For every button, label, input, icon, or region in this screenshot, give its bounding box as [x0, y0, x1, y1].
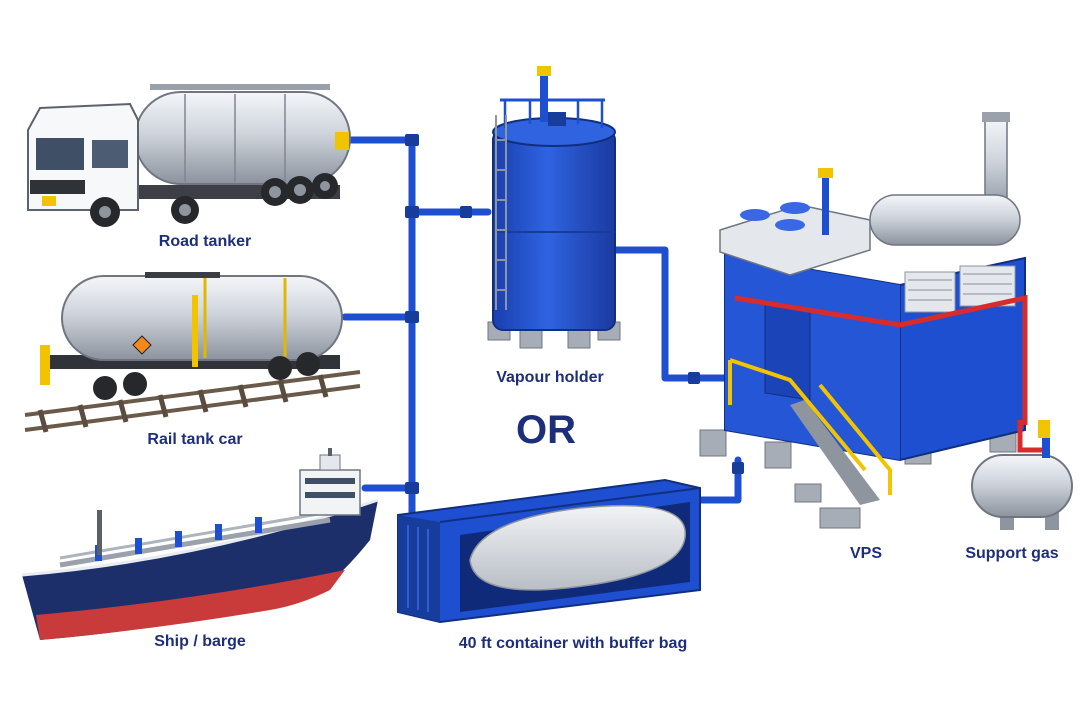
vapour-holder-label: Vapour holder — [496, 369, 604, 386]
vps-illustration — [699, 112, 1028, 529]
road-tanker-label: Road tanker — [159, 233, 251, 250]
road-tanker-illustration — [27, 84, 351, 227]
container-illustration — [397, 478, 701, 624]
rail-tank-car-illustration — [24, 272, 361, 433]
ship-illustration — [21, 448, 379, 640]
vapour-holder-illustration — [487, 66, 621, 349]
rail-tank-car-label: Rail tank car — [147, 431, 242, 448]
pipe-flanges — [405, 134, 744, 494]
ship-barge-label: Ship / barge — [154, 633, 246, 650]
holder-outlet-pipe — [608, 246, 739, 382]
support-gas-label: Support gas — [965, 545, 1058, 562]
or-separator: OR — [516, 408, 576, 452]
container-label: 40 ft container with buffer bag — [459, 635, 687, 652]
vps-label: VPS — [850, 545, 882, 562]
support-gas-illustration — [971, 420, 1073, 530]
